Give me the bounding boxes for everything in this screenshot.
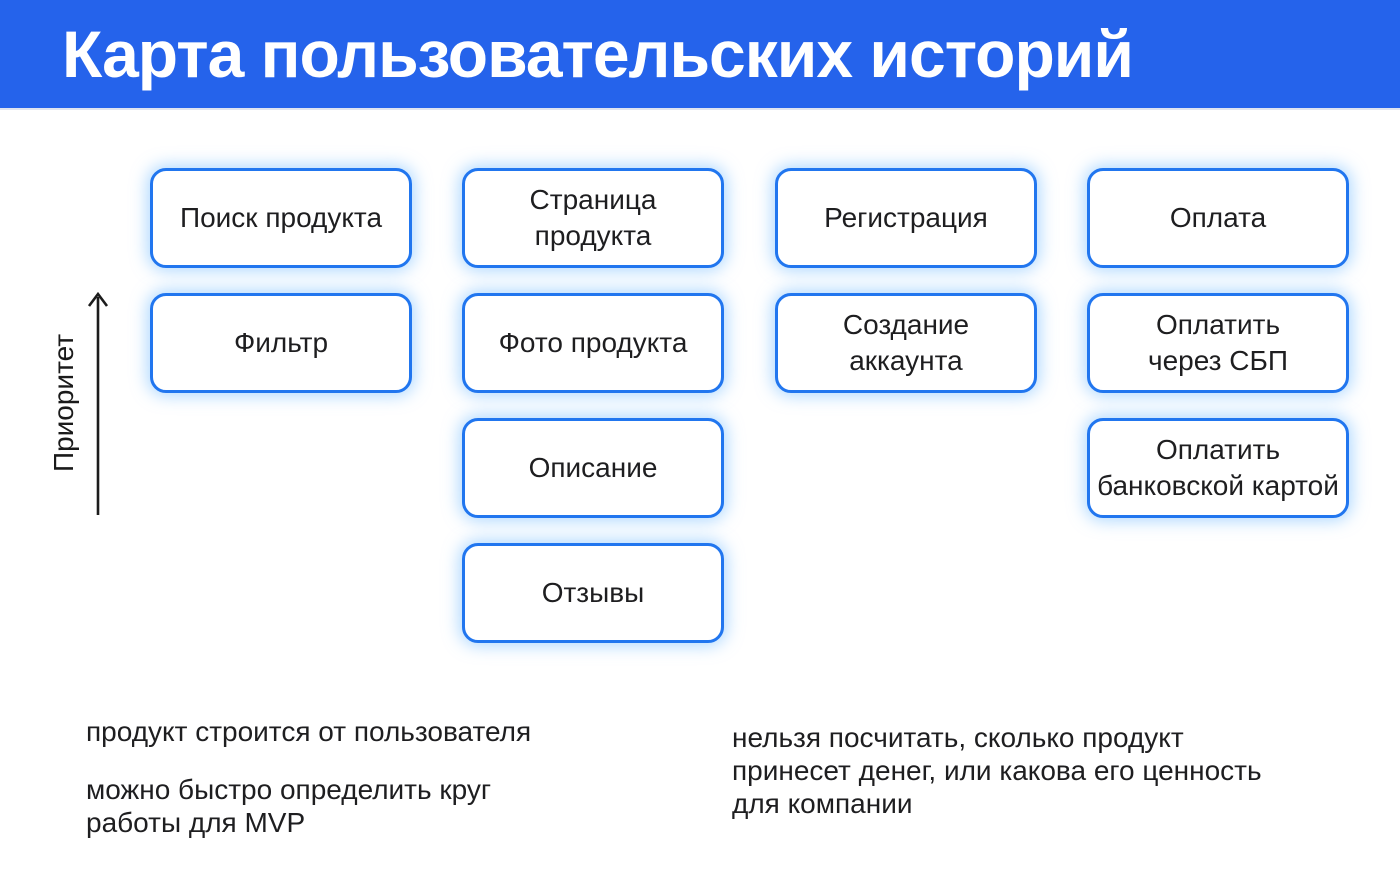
pro-note-text: продукт строится от пользователя — [86, 715, 532, 747]
story-card: Фильтр — [150, 293, 412, 393]
story-card: Оплатить банковской картой — [1087, 418, 1349, 518]
story-card: Поиск продукта — [150, 168, 412, 268]
story-column-payment: Оплата Оплатить через СБП Оплатить банко… — [1087, 168, 1349, 518]
page-title: Карта пользовательских историй — [62, 17, 1134, 91]
story-card: Фото продукта — [462, 293, 724, 393]
story-card: Страница продукта — [462, 168, 724, 268]
page-banner: Карта пользовательских историй — [0, 0, 1400, 110]
priority-axis-arrow-icon — [87, 291, 109, 515]
story-column-product-page: Страница продукта Фото продукта Описание… — [462, 168, 724, 643]
story-column-registration: Регистрация Создание аккаунта — [775, 168, 1037, 393]
story-card: Описание — [462, 418, 724, 518]
pro-note: можно быстро определить круг работы для … — [62, 769, 491, 843]
pro-note: продукт строится от пользователя — [62, 694, 531, 768]
story-card: Отзывы — [462, 543, 724, 643]
story-column-search: Поиск продукта Фильтр — [150, 168, 412, 393]
story-card: Создание аккаунта — [775, 293, 1037, 393]
story-card: Регистрация — [775, 168, 1037, 268]
story-card: Оплатить через СБП — [1087, 293, 1349, 393]
story-card: Оплата — [1087, 168, 1349, 268]
con-note: нельзя посчитать, сколько продукт принес… — [708, 721, 1262, 820]
pro-note-text: можно быстро определить круг работы для … — [86, 774, 492, 838]
priority-axis-label: Приоритет — [48, 333, 79, 473]
con-note-text: нельзя посчитать, сколько продукт принес… — [732, 722, 1262, 819]
